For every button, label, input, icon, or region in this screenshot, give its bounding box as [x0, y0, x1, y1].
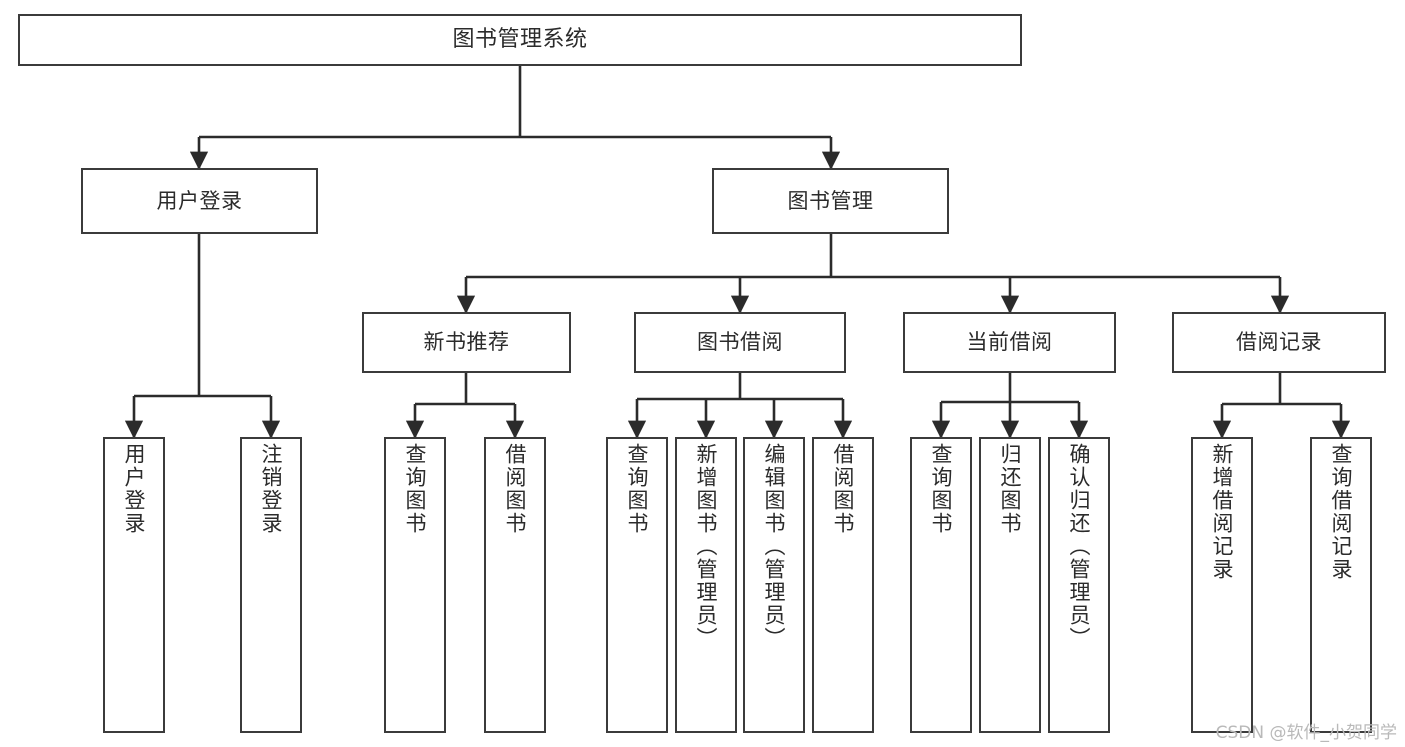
- node-label: 用户登录: [122, 443, 147, 535]
- node-label: 用户登录: [156, 188, 243, 213]
- node-user-login[interactable]: 用户登录: [81, 168, 318, 234]
- node-label: 借阅记录: [1236, 330, 1322, 355]
- leaf-user-login[interactable]: 用户登录: [103, 437, 165, 733]
- leaf-query-books-recommend[interactable]: 查询图书: [384, 437, 446, 733]
- node-label: 借阅图书: [503, 443, 528, 535]
- leaf-add-book-admin[interactable]: 新增图书（管理员）: [675, 437, 737, 733]
- leaf-confirm-return-admin[interactable]: 确认归还（管理员）: [1048, 437, 1110, 733]
- node-label: 确认归还（管理员）: [1067, 443, 1092, 650]
- node-label: 查询借阅记录: [1329, 443, 1354, 581]
- leaf-borrow-books-borrowing[interactable]: 借阅图书: [812, 437, 874, 733]
- leaf-edit-book-admin[interactable]: 编辑图书（管理员）: [743, 437, 805, 733]
- node-new-book-recommendation[interactable]: 新书推荐: [362, 312, 571, 373]
- node-label: 图书借阅: [697, 330, 783, 355]
- leaf-query-books-current[interactable]: 查询图书: [910, 437, 972, 733]
- node-label: 新增借阅记录: [1210, 443, 1235, 581]
- leaf-logout[interactable]: 注销登录: [240, 437, 302, 733]
- node-label: 编辑图书（管理员）: [762, 443, 787, 650]
- node-label: 新书推荐: [423, 330, 510, 355]
- leaf-borrow-books-recommend[interactable]: 借阅图书: [484, 437, 546, 733]
- leaf-query-books-borrowing[interactable]: 查询图书: [606, 437, 668, 733]
- node-label: 新增图书（管理员）: [694, 443, 719, 650]
- node-label: 借阅图书: [831, 443, 856, 535]
- node-root-system[interactable]: 图书管理系统: [18, 14, 1022, 66]
- node-label: 查询图书: [929, 443, 954, 535]
- leaf-add-borrow-record[interactable]: 新增借阅记录: [1191, 437, 1253, 733]
- node-label: 图书管理: [787, 188, 874, 213]
- node-label: 注销登录: [259, 443, 284, 535]
- node-label: 查询图书: [625, 443, 650, 535]
- node-label: 当前借阅: [966, 330, 1053, 355]
- node-book-borrowing[interactable]: 图书借阅: [634, 312, 846, 373]
- leaf-return-books[interactable]: 归还图书: [979, 437, 1041, 733]
- node-borrow-records[interactable]: 借阅记录: [1172, 312, 1386, 373]
- node-label: 查询图书: [403, 443, 428, 535]
- node-book-management[interactable]: 图书管理: [712, 168, 949, 234]
- csdn-watermark: CSDN @软件_小贺同学: [1215, 723, 1397, 743]
- leaf-query-borrow-record[interactable]: 查询借阅记录: [1310, 437, 1372, 733]
- node-label: 归还图书: [998, 443, 1023, 535]
- node-current-borrowing[interactable]: 当前借阅: [903, 312, 1116, 373]
- node-label: 图书管理系统: [452, 27, 588, 53]
